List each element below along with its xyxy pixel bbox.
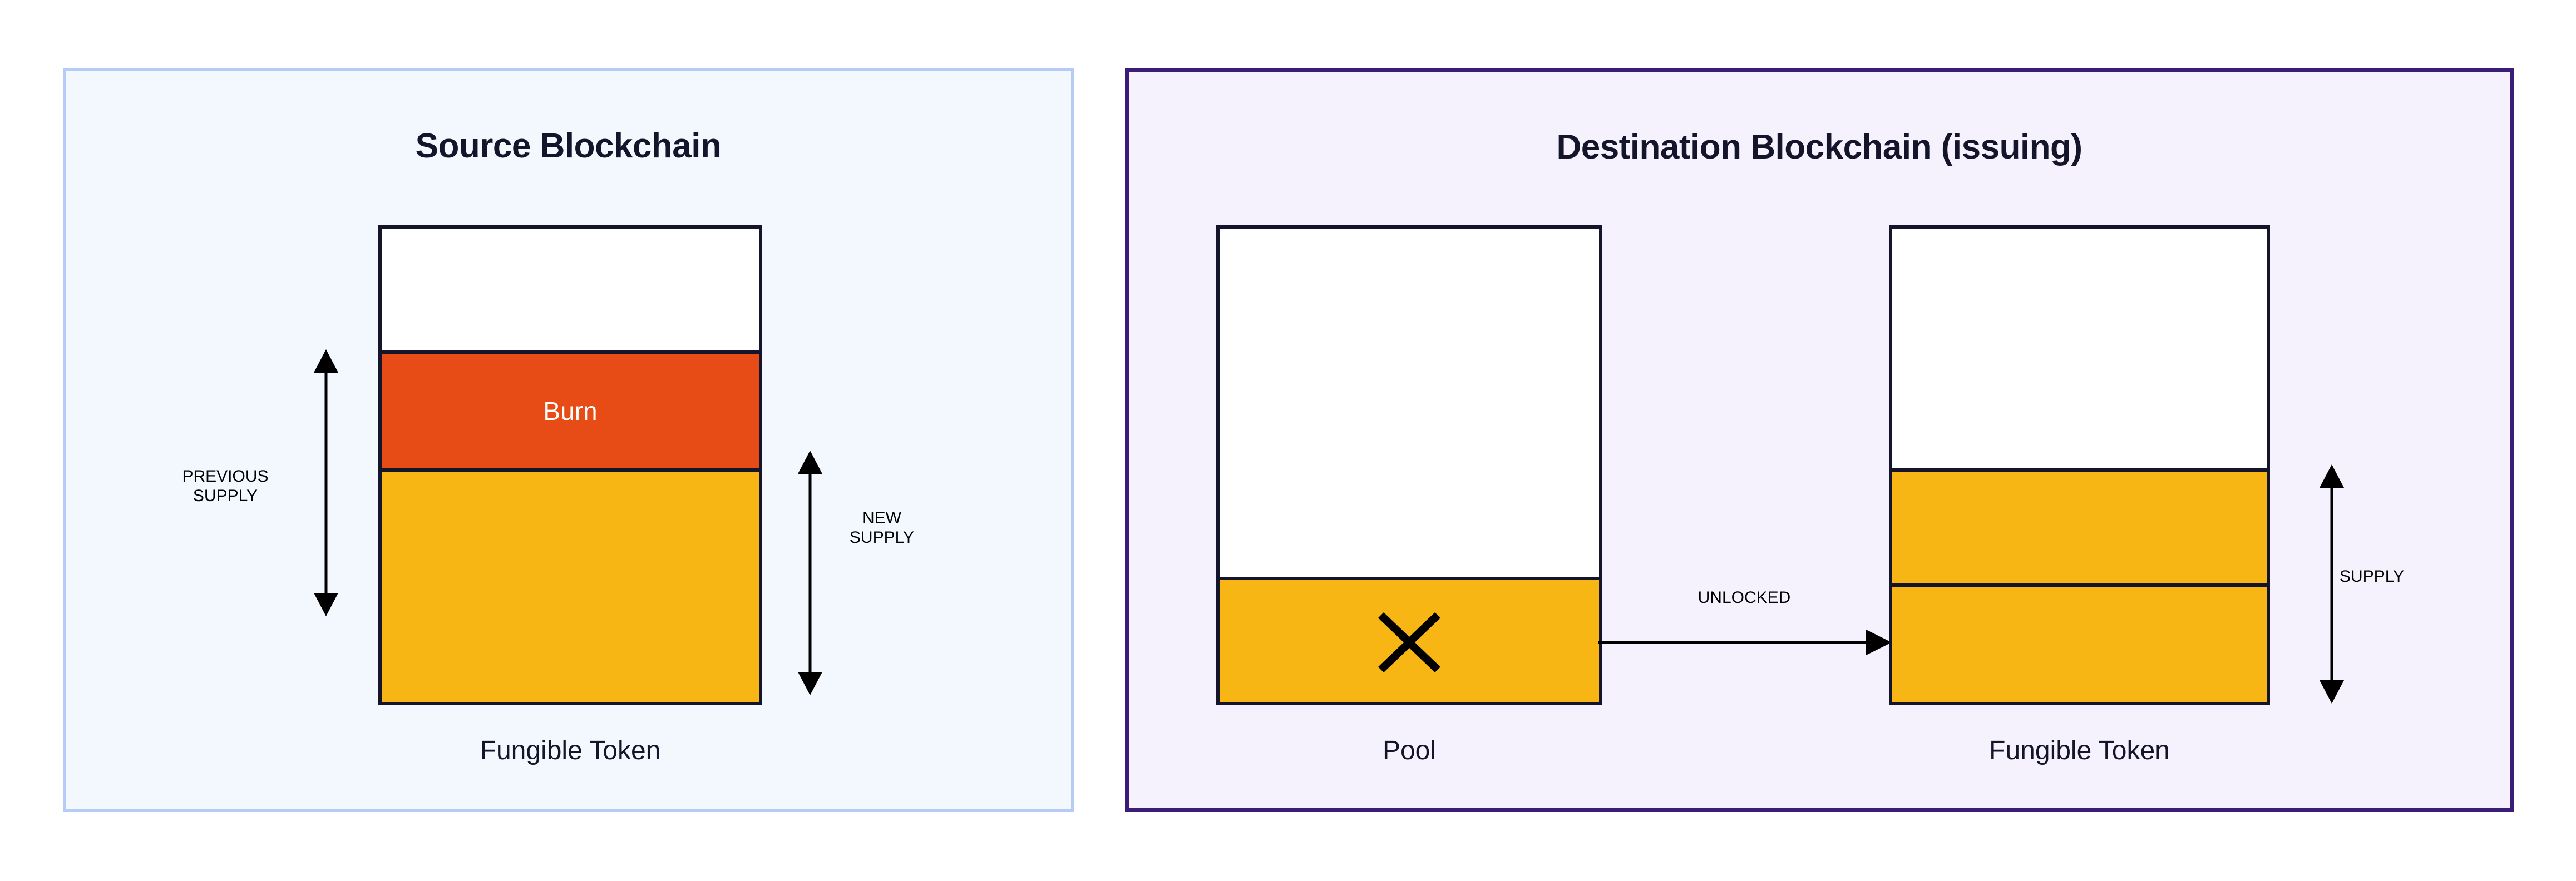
source-fungible-token-stack: Burn: [378, 225, 762, 705]
destination-panel-title: Destination Blockchain (issuing): [1556, 128, 2082, 166]
source-ft-segment-empty: [382, 229, 759, 350]
x-mark-icon: [1220, 580, 1599, 702]
pool-segment-empty: [1220, 229, 1599, 577]
supply-label: SUPPLY: [2340, 567, 2405, 586]
pool-caption: Pool: [1382, 736, 1437, 765]
source-ft-segment-remaining: [382, 468, 759, 702]
previous-supply-measure-arrow: [312, 349, 340, 616]
source-ft-segment-burn: Burn: [382, 350, 759, 468]
burn-segment-label: Burn: [543, 397, 598, 425]
supply-measure-arrow: [2317, 464, 2346, 704]
dest-ft-segment-existing-supply: [1892, 468, 2267, 583]
destination-fungible-token-caption: Fungible Token: [1989, 736, 2170, 765]
dest-ft-segment-empty: [1892, 229, 2267, 468]
dest-ft-segment-unlocked-supply: [1892, 583, 2267, 702]
unlocked-flow-label: UNLOCKED: [1697, 588, 1791, 607]
unlocked-flow-arrow: [1598, 630, 1892, 655]
destination-fungible-token-stack: [1889, 225, 2270, 705]
source-fungible-token-caption: Fungible Token: [480, 736, 661, 765]
previous-supply-label: PREVIOUS SUPPLY: [182, 467, 269, 505]
source-panel-title: Source Blockchain: [415, 127, 722, 165]
pool-stack: [1216, 225, 1602, 705]
new-supply-label: NEW SUPPLY: [849, 509, 915, 547]
new-supply-measure-arrow: [796, 451, 825, 695]
pool-segment-locked-remaining: [1220, 577, 1599, 702]
